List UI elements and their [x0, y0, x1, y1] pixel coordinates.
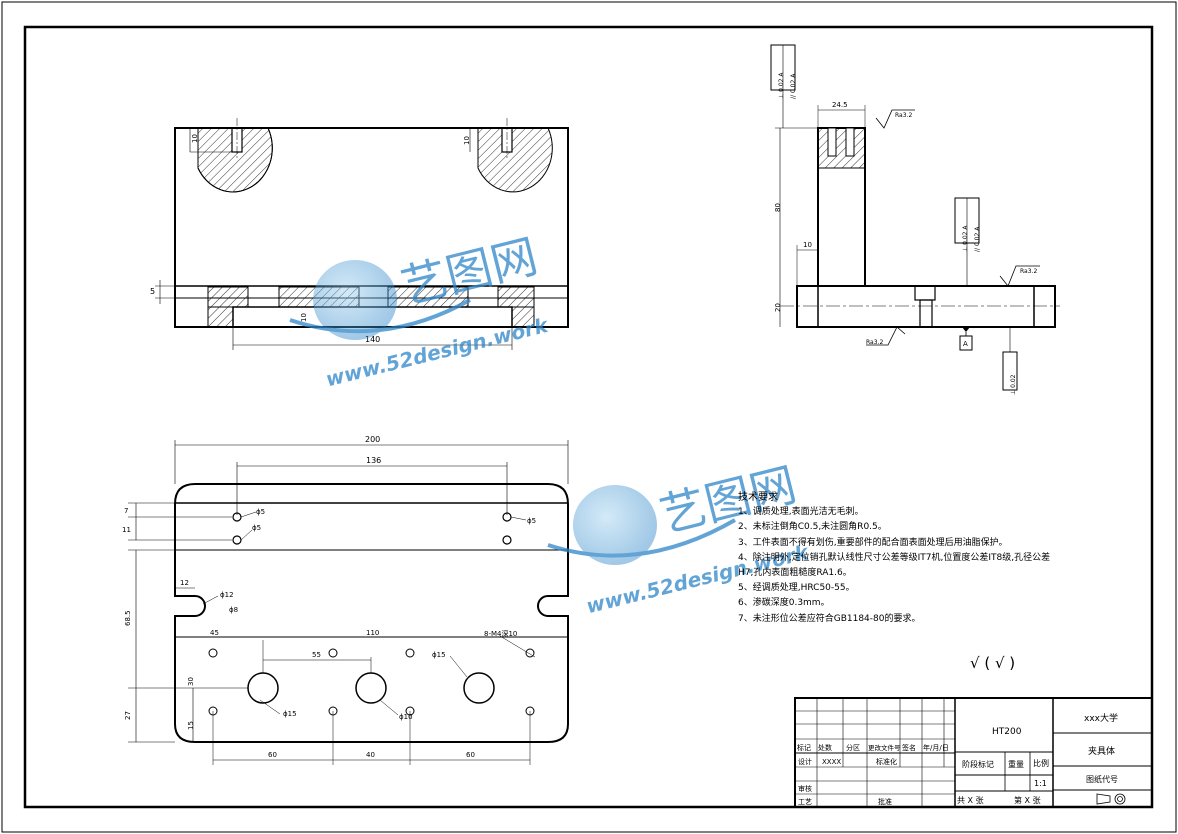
bore-left: [247, 672, 279, 704]
dim-68-5: 68.5: [124, 610, 132, 626]
h-date: 年/月/日: [923, 743, 949, 752]
dim-11: 11: [122, 526, 131, 534]
callout-phi10: ϕ10: [399, 713, 413, 721]
note-3: 3、工件表面不得有划伤,重要部件的配合面表面处理后用油脂保护。: [738, 537, 1008, 548]
note-7: 7、未注形位公差应符合GB1184-80的要求。: [738, 613, 921, 624]
sheets-total: 共 X 张: [957, 796, 984, 805]
side-view: 24.5 80 20 10 Ra3.2 Ra3.2 Ra3.2 A ⊥ 0.02…: [770, 44, 1060, 395]
material: HT200: [992, 727, 1022, 737]
tol-frame-2-a: ⊥ 0.02 A: [962, 225, 969, 252]
dim-20: 20: [774, 303, 782, 312]
dim-10-right: 10: [463, 136, 471, 145]
h-sign: 签名: [902, 743, 916, 752]
dim-110: 110: [366, 629, 379, 637]
h-doc: 更改文件号: [868, 743, 901, 752]
roughness-2: Ra3.2: [1020, 268, 1037, 275]
plate-outline: [174, 483, 569, 743]
section-hatch-right: [477, 127, 553, 193]
design-name: XXXX: [822, 758, 841, 766]
callout-phi5-c: ϕ5: [527, 517, 536, 525]
scale-value: 1:1: [1034, 779, 1047, 788]
dim-80: 80: [774, 203, 782, 212]
dim-40: 40: [366, 751, 375, 759]
weight: 重量: [1008, 759, 1024, 769]
dim-12: 12: [180, 579, 189, 587]
callout-phi15-bottom: ϕ15: [283, 710, 297, 718]
inner-border: [23, 25, 1154, 809]
dim-15: 15: [187, 721, 195, 730]
approve-label: 批准: [878, 797, 892, 806]
note-4: 4、除注明外,定位销孔默认线性尺寸公差等级IT7机,位置度公差IT8级,孔径公差: [738, 552, 1051, 563]
plan-view: 200 136 7 11 68.5 27 30 15 12 45 110 55: [122, 435, 569, 765]
roughness-3: Ra3.2: [866, 339, 883, 346]
stage-mark: 阶段标记: [962, 759, 994, 769]
h-mark: 标记: [797, 743, 811, 752]
title-block: [794, 697, 1153, 808]
callout-phi5-b: ϕ5: [252, 524, 261, 532]
dim-10-left: 10: [191, 134, 199, 143]
watermark-globe-icon-2: [573, 485, 657, 565]
tol-frame-1-b: // 0.02 A: [790, 73, 797, 99]
note-5: 5、经调质处理,HRC50-55。: [738, 583, 855, 594]
dim-136: 136: [366, 456, 381, 465]
standard-label: 标准化: [876, 757, 897, 766]
dim-60-right: 60: [466, 751, 475, 759]
dim-5: 5: [150, 287, 155, 296]
callout-phi5-a: ϕ5: [256, 508, 265, 516]
dim-60-left: 60: [268, 751, 277, 759]
dim-55: 55: [312, 651, 321, 659]
dim-10-side: 10: [803, 241, 812, 249]
note-1: 1、调质处理,表面光洁无毛刺。: [738, 507, 864, 518]
note-6: 6、渗碳深度0.3mm。: [738, 598, 830, 609]
h-zone: 分区: [846, 743, 860, 752]
part-name: 夹具体: [1088, 745, 1115, 757]
watermark-globe-icon: [313, 260, 397, 340]
tol-frame-1-a: ⊥ 0.02 A: [778, 72, 785, 99]
callout-phi15-top: ϕ15: [432, 651, 446, 659]
design-label: 设计: [798, 757, 812, 766]
dim-200: 200: [365, 435, 380, 444]
note-4-cont: H7,孔内表面粗糙度RA1.6。: [738, 568, 852, 579]
note-2: 2、未标注倒角C0.5,未注圆角R0.5。: [738, 522, 887, 533]
dim-30: 30: [187, 677, 195, 686]
dim-27: 27: [124, 711, 132, 720]
callout-phi8: ϕ8: [229, 606, 238, 614]
surface-finish-symbol: √ ( √ ): [970, 654, 1015, 672]
dim-140: 140: [365, 335, 380, 344]
scale-label: 比例: [1033, 758, 1049, 768]
callout-phi12: ϕ12: [220, 591, 234, 599]
process-label: 工艺: [798, 798, 812, 806]
h-count: 处数: [818, 743, 832, 752]
technical-notes: 技术要求 1、调质处理,表面光洁无毛刺。 2、未标注倒角C0.5,未注圆角R0.…: [738, 490, 1050, 627]
callout-thread: 8-M4深10: [484, 629, 517, 638]
dim-24-5: 24.5: [832, 101, 848, 109]
tol-frame-3: ⊥ 0.02: [1010, 374, 1017, 395]
sheet-no: 第 X 张: [1014, 795, 1041, 805]
review-label: 审核: [798, 784, 812, 793]
title-block-text: HT200 xxx大学 夹具体 图纸代号 阶段标记 重量 比例 1:1 共 X …: [797, 712, 1118, 806]
school: xxx大学: [1084, 712, 1118, 724]
dim-10-mid: 10: [300, 313, 308, 322]
bore-right: [463, 672, 495, 704]
notes-title: 技术要求: [738, 492, 778, 503]
bore-mid: [355, 672, 387, 704]
drawing-code: 图纸代号: [1086, 774, 1118, 784]
datum-label: A: [963, 340, 968, 348]
tol-frame-2-b: // 0.02 A: [974, 226, 981, 252]
dim-7: 7: [124, 507, 128, 515]
roughness-1: Ra3.2: [895, 112, 912, 119]
dim-45: 45: [210, 629, 219, 637]
